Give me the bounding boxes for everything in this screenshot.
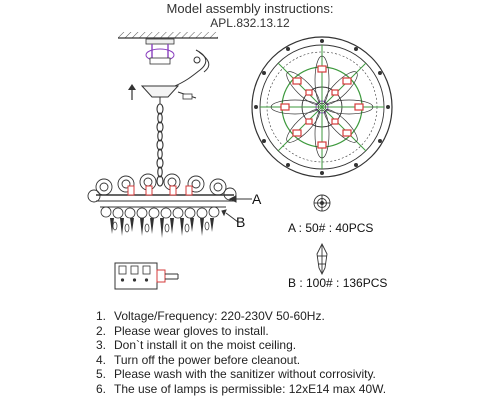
wiring-terminal-block [114, 262, 179, 290]
instruction-text: Please wash with the sanitizer without c… [114, 367, 376, 382]
hanging-chain [156, 103, 164, 187]
crystal-a-label: A : 50# : 40PCS [288, 221, 374, 235]
instruction-number: 2. [96, 323, 107, 338]
page-title: Model assembly instructions: [166, 1, 334, 16]
model-number: APL.832.13.12 [210, 16, 290, 30]
instruction-text: Don`t install it on the moist ceiling. [114, 338, 297, 353]
instruction-number: 3. [96, 338, 107, 353]
chandelier-side-view [87, 173, 237, 238]
power-wires [174, 49, 210, 87]
crystal-a-icon [313, 194, 331, 212]
callout-b-label: B [236, 214, 246, 230]
callout-a-label: A [252, 191, 262, 207]
instruction-number: 5. [96, 367, 107, 382]
instruction-item: 5. Please wash with the sanitizer without… [96, 367, 386, 382]
instruction-number: 6. [96, 381, 107, 396]
instruction-text: Voltage/Frequency: 220-230V 50-60Hz. [114, 309, 325, 323]
callout-leaders [221, 195, 252, 223]
instruction-item: 6. The use of lamps is permissible: 12xE1… [96, 382, 386, 397]
instruction-number: 1. [96, 309, 107, 323]
ceiling-mount-bracket [145, 38, 175, 65]
instruction-text: The use of lamps is permissible: 12xE14 … [114, 381, 387, 396]
crystal-b-label: B : 100# : 136PCS [288, 276, 388, 290]
instruction-item: 4. Turn off the power before cleanout. [96, 353, 386, 368]
instruction-text: Please wear gloves to install. [114, 323, 269, 338]
instruction-item: 3. Don`t install it on the moist ceiling. [96, 338, 386, 353]
instructions-list: 1. Voltage/Frequency: 220-230V 50-60Hz. 2… [96, 309, 386, 397]
ceiling [118, 32, 218, 39]
instruction-item: 2. Please wear gloves to install. [96, 324, 386, 339]
canopy [140, 85, 197, 104]
instruction-number: 4. [96, 352, 107, 367]
up-arrow-icon [128, 84, 136, 100]
instruction-item: 1. Voltage/Frequency: 220-230V 50-60Hz. [96, 309, 386, 324]
instruction-text: Turn off the power before cleanout. [114, 352, 301, 367]
chandelier-top-view [251, 36, 393, 178]
crystal-b-icon [316, 242, 328, 276]
